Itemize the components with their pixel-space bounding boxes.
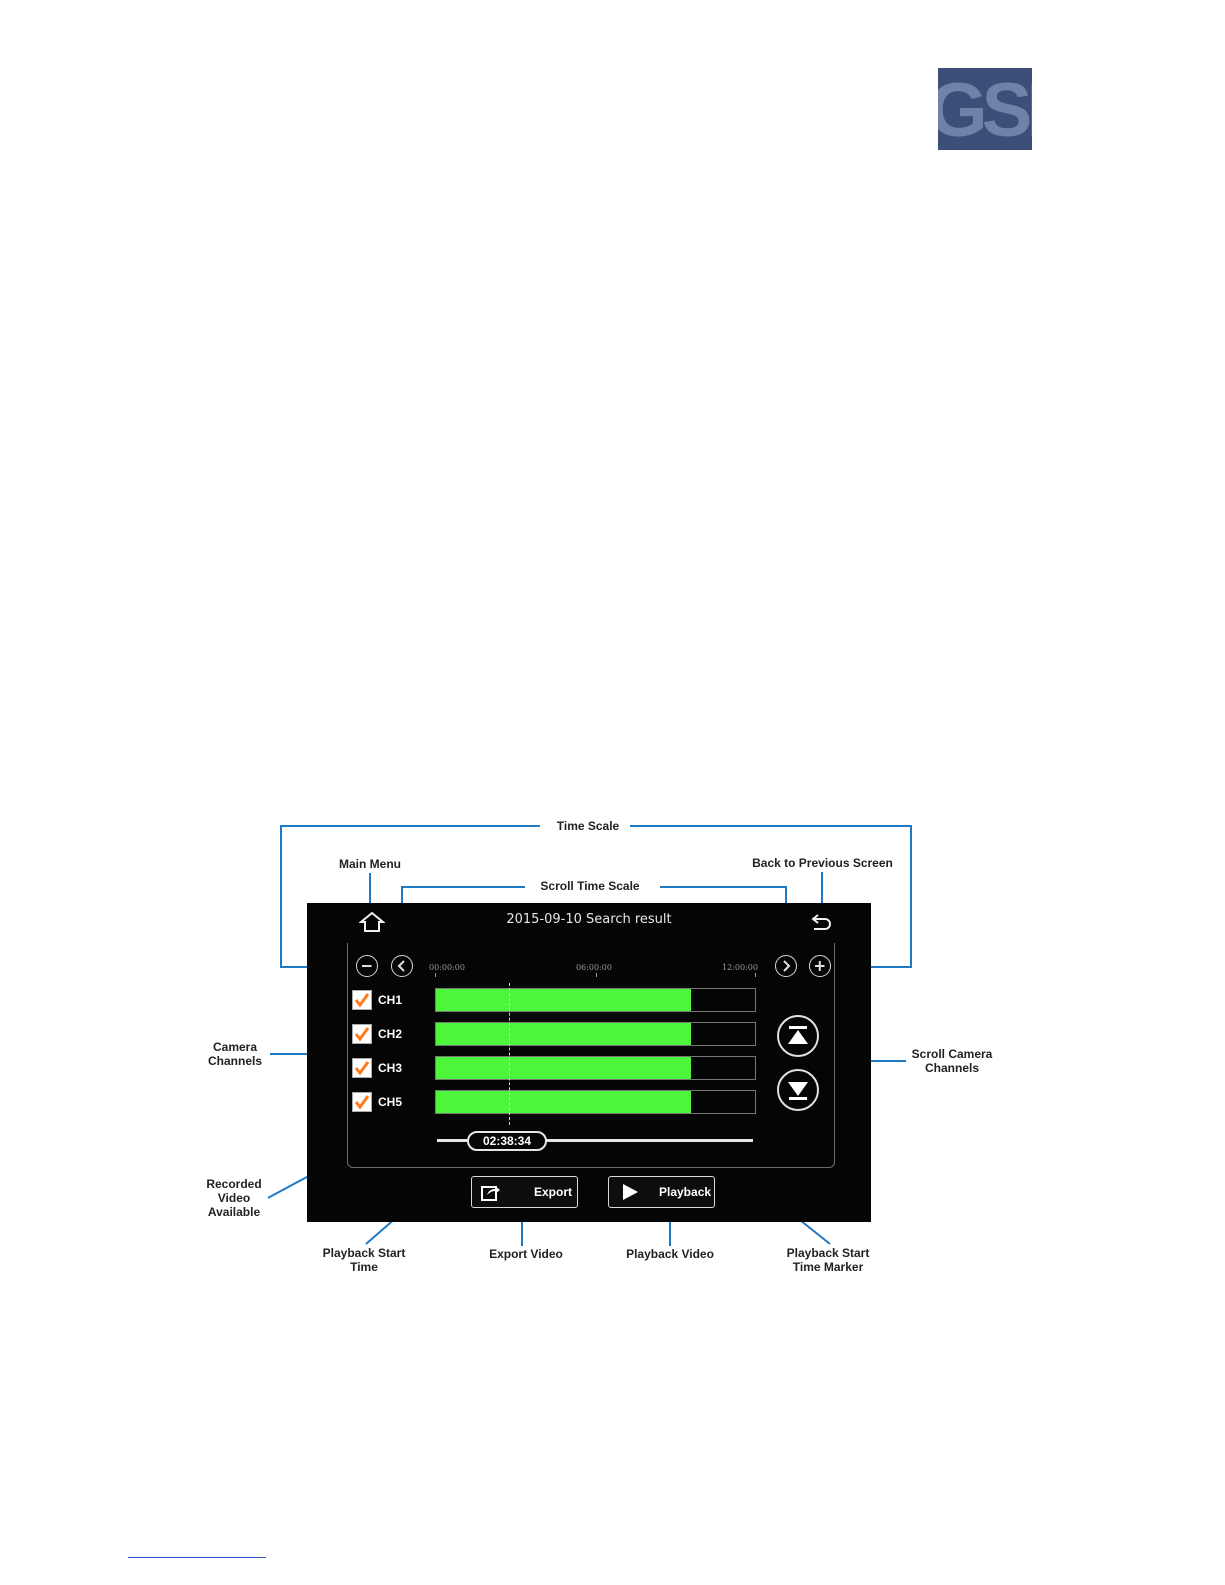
plus-icon [810, 956, 832, 978]
checkmark-icon [353, 1093, 371, 1111]
annotation-main-menu: Main Menu [325, 857, 415, 871]
annotation-camera-channels: Camera Channels [200, 1040, 270, 1068]
scroll-channels-up-button[interactable] [777, 1015, 819, 1057]
tick-mark [596, 973, 597, 977]
channel-checkbox[interactable] [352, 1058, 372, 1078]
export-label: Export [534, 1185, 572, 1199]
scroll-time-left-button[interactable] [391, 955, 413, 977]
time-tick-1: 06:00:00 [576, 963, 612, 972]
checkmark-icon [353, 991, 371, 1009]
playback-start-marker[interactable] [509, 983, 510, 1125]
time-tick-0: 00:00:00 [429, 963, 465, 972]
search-result-screen: 2015-09-10 Search result 00:00:00 06:00:… [307, 903, 871, 1222]
tick-mark [755, 973, 756, 977]
recorded-segment [436, 1057, 691, 1079]
export-button[interactable]: Export [471, 1176, 578, 1208]
back-arrow-icon[interactable] [809, 911, 835, 933]
channel-checkbox[interactable] [352, 990, 372, 1010]
time-tick-2: 12:00:00 [722, 963, 758, 972]
channel-label: CH1 [378, 993, 402, 1007]
zoom-in-button[interactable] [809, 955, 831, 977]
export-icon [480, 1182, 502, 1202]
scroll-top-icon [779, 1017, 817, 1055]
channel-timeline[interactable] [435, 1090, 756, 1114]
checkmark-icon [353, 1059, 371, 1077]
channel-timeline[interactable] [435, 1056, 756, 1080]
annotation-playback-start-time: Playback Start Time [316, 1246, 412, 1274]
checkmark-icon [353, 1025, 371, 1043]
zoom-out-button[interactable] [356, 955, 378, 977]
annotation-back-previous: Back to Previous Screen [745, 856, 900, 870]
scroll-bottom-icon [779, 1071, 817, 1109]
channel-label: CH2 [378, 1027, 402, 1041]
annotation-recorded-video: Recorded Video Available [200, 1177, 268, 1219]
playback-button[interactable]: Playback [608, 1176, 715, 1208]
channel-timeline[interactable] [435, 1022, 756, 1046]
tick-mark [435, 973, 436, 977]
channel-label: CH3 [378, 1061, 402, 1075]
annotation-scroll-time-scale: Scroll Time Scale [530, 879, 650, 893]
annotation-scroll-camera-channels: Scroll Camera Channels [906, 1047, 998, 1075]
annotation-export-video: Export Video [480, 1247, 572, 1261]
channel-timeline[interactable] [435, 988, 756, 1012]
play-icon [621, 1183, 639, 1201]
playback-label: Playback [659, 1185, 711, 1199]
recorded-segment [436, 1091, 691, 1113]
chevron-right-icon [776, 956, 798, 978]
chevron-left-icon [392, 956, 414, 978]
annotation-time-scale: Time Scale [548, 819, 628, 833]
footer-link-underline [128, 1557, 266, 1558]
recorded-segment [436, 989, 691, 1011]
minus-icon [357, 956, 379, 978]
recorded-segment [436, 1023, 691, 1045]
scroll-time-right-button[interactable] [775, 955, 797, 977]
screen-title: 2015-09-10 Search result [307, 912, 871, 927]
channel-label: CH5 [378, 1095, 402, 1109]
scroll-channels-down-button[interactable] [777, 1069, 819, 1111]
annotation-playback-video: Playback Video [615, 1247, 725, 1261]
playback-start-time[interactable]: 02:38:34 [467, 1131, 547, 1151]
annotation-playback-marker: Playback Start Time Marker [778, 1246, 878, 1274]
channel-checkbox[interactable] [352, 1092, 372, 1112]
channel-checkbox[interactable] [352, 1024, 372, 1044]
